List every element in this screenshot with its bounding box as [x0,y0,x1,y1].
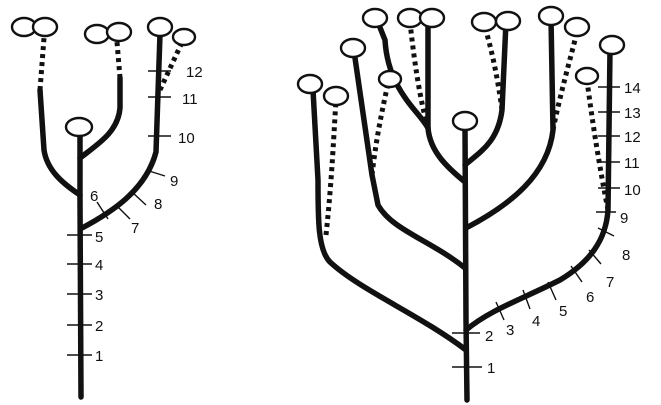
right-branch-mid-left-dashed [369,83,391,176]
left-tick-8 [131,191,147,206]
left-label-8: 8 [154,196,162,213]
right-branch-mid-right [463,15,556,231]
left-plant: 1 2 3 4 5 6 7 8 9 10 11 12 [10,16,203,400]
left-label-10: 10 [178,130,195,147]
right-branch-low-right [463,47,613,333]
left-bud-4 [105,21,133,43]
right-tick-5 [547,281,557,301]
left-branch-middle-dashed [114,41,123,79]
right-tick-7 [588,249,602,265]
left-branch-right [79,31,163,231]
left-bud-2 [31,16,59,38]
left-tick-9 [145,169,166,177]
right-bud-7 [418,7,446,29]
left-bud-terminal [64,116,94,138]
right-bud-2 [322,85,350,107]
right-bud-6 [396,7,424,29]
left-bud-3 [83,23,111,45]
right-tick-6 [570,265,583,283]
right-label-8: 8 [622,247,630,264]
right-bud-8 [470,11,498,33]
left-branch-left [37,87,83,198]
right-bud-3 [339,37,367,59]
right-bud-terminal [451,110,479,132]
right-label-4: 4 [532,313,540,330]
right-bud-12 [574,66,600,86]
right-label-6: 6 [586,289,594,306]
right-label-11: 11 [624,155,640,172]
left-label-2: 2 [95,318,103,335]
right-label-7: 7 [606,274,614,291]
right-label-1: 1 [487,360,495,377]
right-bud-5 [361,7,389,29]
right-label-5: 5 [559,303,567,320]
right-tick-3 [495,301,505,321]
left-bud-6 [171,27,197,47]
left-label-12: 12 [186,64,203,81]
right-branch-low-left [310,87,469,353]
right-bud-1 [296,73,324,95]
left-label-5: 5 [95,229,103,246]
right-bud-9 [494,10,522,32]
right-main-stem [462,125,470,403]
left-label-1: 1 [95,348,103,365]
left-bud-5 [146,16,174,38]
left-label-6: 6 [90,188,98,205]
right-plant: 1 2 3 4 5 6 7 8 9 10 11 12 13 14 [296,5,641,403]
right-label-13: 13 [624,105,641,122]
right-branch-up-left-dashed [407,21,431,129]
right-branch-low-right-dashed [584,79,611,211]
right-label-3: 3 [506,322,514,339]
left-label-3: 3 [95,287,103,304]
right-tick-4 [522,289,531,310]
right-branch-up-left-2 [374,17,431,131]
right-label-10: 10 [624,182,641,199]
left-label-9: 9 [170,173,178,190]
right-label-9: 9 [620,210,628,227]
right-bud-10 [537,5,565,27]
left-label-4: 4 [95,257,103,274]
right-label-2: 2 [485,328,493,345]
right-branch-up-right [462,19,509,168]
right-bud-4 [377,69,403,89]
left-branch-right-dashed [157,36,187,92]
right-branch-low-left-dashed [323,99,339,236]
right-branch-up-left [425,17,468,185]
right-bud-13 [598,34,626,56]
right-branch-mid-right-dashed [550,31,580,131]
right-tick-8 [597,227,615,237]
right-bud-11 [563,16,591,38]
left-branch-left-dashed [37,37,47,91]
left-label-7: 7 [131,220,139,237]
right-branch-up-right-dashed [481,23,505,111]
right-branch-mid-left [352,55,468,271]
left-tick-7 [115,204,131,220]
right-label-12: 12 [624,129,641,146]
left-branch-middle [77,75,123,161]
left-label-11: 11 [182,91,198,108]
right-label-14: 14 [624,80,641,97]
left-tick-6 [96,201,109,220]
